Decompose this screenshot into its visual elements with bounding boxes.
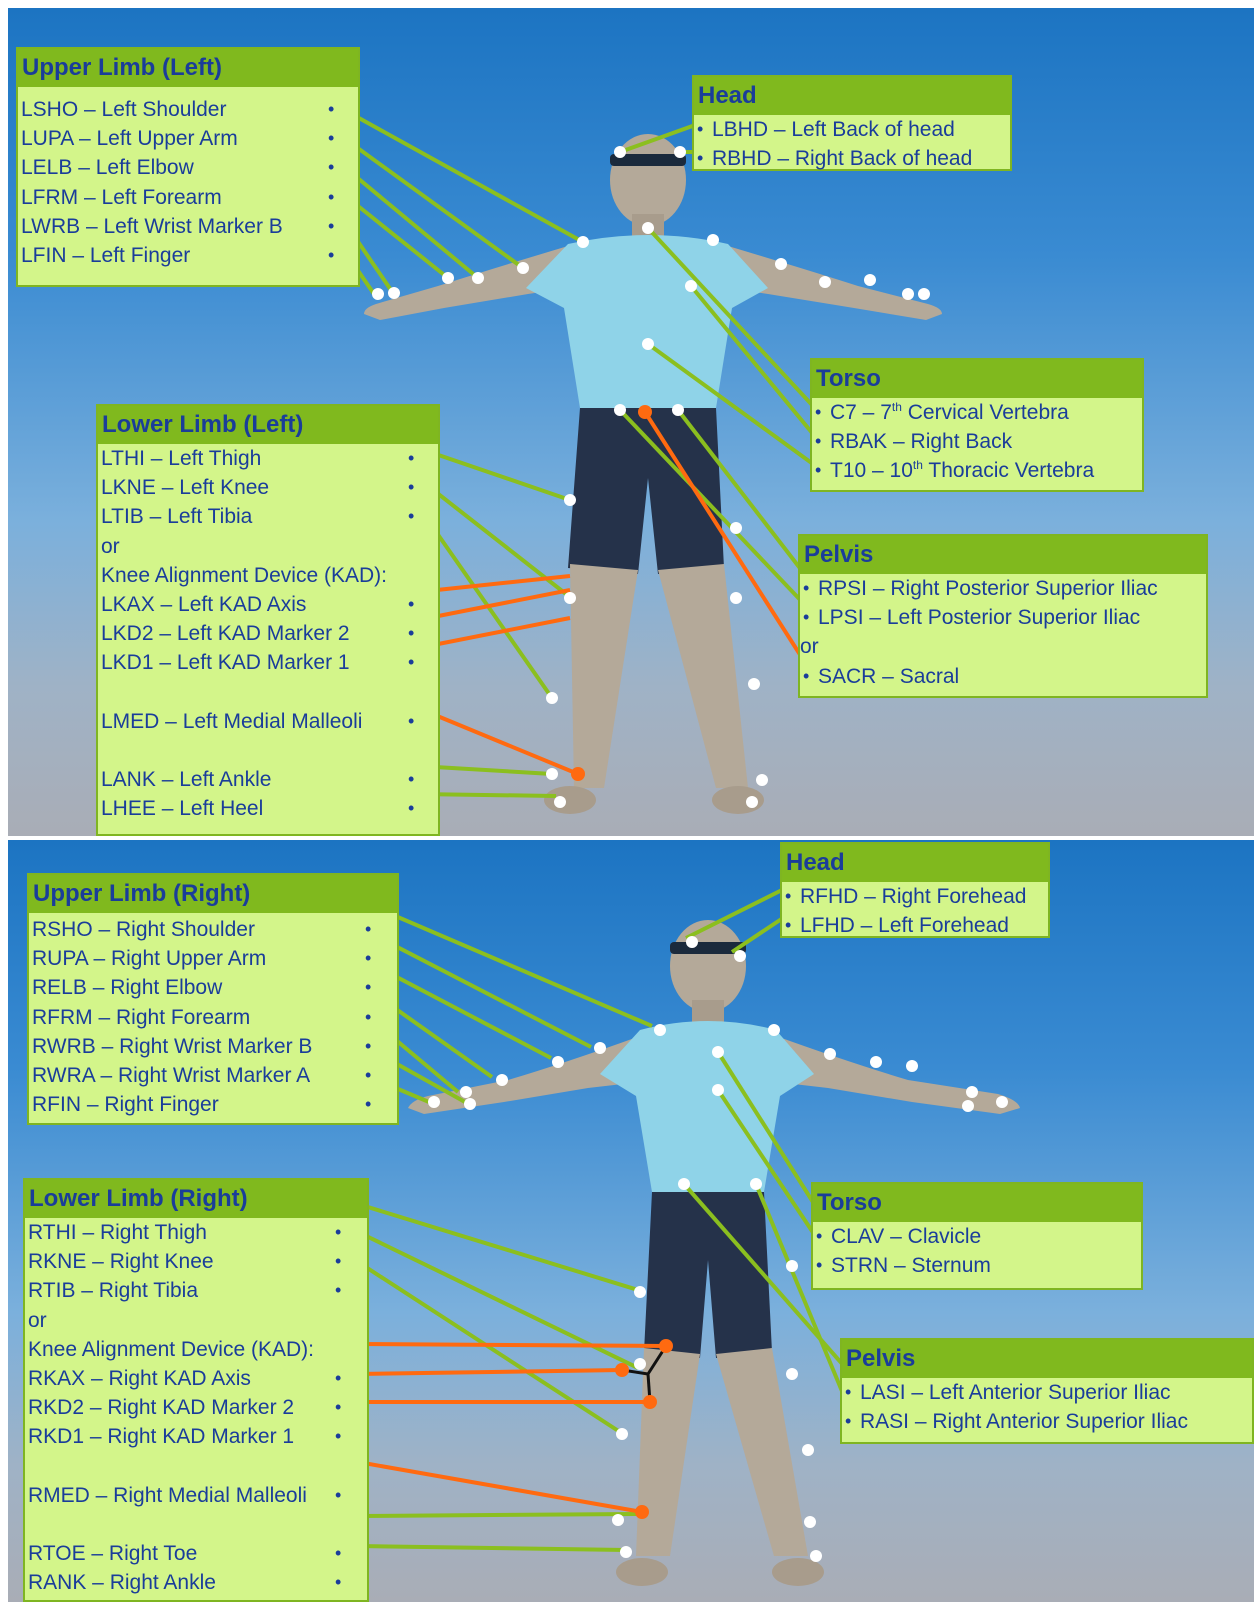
torso-front-title: Torso (813, 1184, 1141, 1222)
list-item: LTHI – Left Thigh• (98, 444, 438, 473)
torso-back-title: Torso (812, 360, 1142, 398)
list-item: •LFHD – Left Forehead (782, 911, 1048, 940)
head-back-label: Head •LBHD – Left Back of head •RBHD – R… (692, 75, 1012, 171)
list-item: RSHO – Right Shoulder• (29, 915, 397, 944)
list-item: LKNE – Left Knee• (98, 473, 438, 502)
list-item: RKD1 – Right KAD Marker 1• (25, 1422, 367, 1451)
list-item: RMED – Right Medial Malleoli• (25, 1481, 367, 1510)
list-item: LHEE – Left Heel• (98, 794, 438, 823)
list-item: RFRM – Right Forearm• (29, 1003, 397, 1032)
list-item: LMED – Left Medial Malleoli• (98, 707, 438, 736)
pelvis-back-title: Pelvis (800, 536, 1206, 574)
list-item: RELB – Right Elbow• (29, 973, 397, 1002)
list-item: LFIN – Left Finger• (18, 241, 358, 270)
list-item: LKD2 – Left KAD Marker 2• (98, 619, 438, 648)
upper-limb-left-label: Upper Limb (Left) LSHO – Left Shoulder• … (16, 47, 360, 287)
torso-back-label: Torso •C7 – 7th Cervical Vertebra •RBAK … (810, 358, 1144, 492)
list-item: RKD2 – Right KAD Marker 2• (25, 1393, 367, 1422)
list-item: •LPSI – Left Posterior Superior Iliac (800, 603, 1206, 632)
list-item: LUPA – Left Upper Arm• (18, 124, 358, 153)
list-item: •SACR – Sacral (800, 662, 1206, 691)
head-back-title: Head (694, 77, 1010, 115)
back-view-panel: Upper Limb (Left) LSHO – Left Shoulder• … (8, 8, 1254, 836)
upper-limb-left-title: Upper Limb (Left) (18, 49, 358, 87)
list-item: •LBHD – Left Back of head (694, 115, 1010, 144)
list-item: RWRB – Right Wrist Marker B• (29, 1032, 397, 1061)
head-front-title: Head (782, 844, 1048, 882)
upper-limb-right-label: Upper Limb (Right) RSHO – Right Shoulder… (27, 873, 399, 1125)
front-view-panel: Upper Limb (Right) RSHO – Right Shoulder… (8, 840, 1254, 1602)
list-item: LTIB – Left Tibia• (98, 502, 438, 531)
lower-limb-left-title: Lower Limb (Left) (98, 406, 438, 444)
head-front-label: Head •RFHD – Right Forehead •LFHD – Left… (780, 842, 1050, 938)
list-item: •T10 – 10th Thoracic Vertebra (812, 456, 1142, 485)
list-item: LSHO – Left Shoulder• (18, 95, 358, 124)
pelvis-back-label: Pelvis •RPSI – Right Posterior Superior … (798, 534, 1208, 698)
lower-limb-left-label: Lower Limb (Left) LTHI – Left Thigh• LKN… (96, 404, 440, 836)
list-item: •C7 – 7th Cervical Vertebra (812, 398, 1142, 427)
list-item: •LASI – Left Anterior Superior Iliac (842, 1378, 1252, 1407)
list-item: •CLAV – Clavicle (813, 1222, 1141, 1251)
list-item: LWRB – Left Wrist Marker B• (18, 212, 358, 241)
lower-limb-right-title: Lower Limb (Right) (25, 1180, 367, 1218)
list-item: RKAX – Right KAD Axis• (25, 1364, 367, 1393)
list-item: RFIN – Right Finger• (29, 1090, 397, 1119)
list-item: or (25, 1306, 367, 1335)
list-item: •RBAK – Right Back (812, 427, 1142, 456)
list-item: RKNE – Right Knee• (25, 1247, 367, 1276)
list-item: •RPSI – Right Posterior Superior Iliac (800, 574, 1206, 603)
list-item: LFRM – Left Forearm• (18, 183, 358, 212)
list-item: LKD1 – Left KAD Marker 1• (98, 648, 438, 677)
lower-limb-right-label: Lower Limb (Right) RTHI – Right Thigh• R… (23, 1178, 369, 1602)
list-item: •RBHD – Right Back of head (694, 144, 1010, 173)
list-item: LANK – Left Ankle• (98, 765, 438, 794)
list-item: Knee Alignment Device (KAD): (25, 1335, 367, 1364)
list-item: RTHI – Right Thigh• (25, 1218, 367, 1247)
list-item: Knee Alignment Device (KAD): (98, 561, 438, 590)
pelvis-front-title: Pelvis (842, 1340, 1252, 1378)
list-item: RTIB – Right Tibia• (25, 1276, 367, 1305)
list-item: or (800, 632, 1206, 661)
list-item: RWRA – Right Wrist Marker A• (29, 1061, 397, 1090)
list-item: •RASI – Right Anterior Superior Iliac (842, 1407, 1252, 1436)
list-item: LKAX – Left KAD Axis• (98, 590, 438, 619)
list-item: RANK – Right Ankle• (25, 1568, 367, 1597)
pelvis-front-label: Pelvis •LASI – Left Anterior Superior Il… (840, 1338, 1254, 1444)
upper-limb-right-title: Upper Limb (Right) (29, 875, 397, 913)
list-item: RUPA – Right Upper Arm• (29, 944, 397, 973)
list-item: or (98, 532, 438, 561)
list-item: •RFHD – Right Forehead (782, 882, 1048, 911)
list-item: LELB – Left Elbow• (18, 153, 358, 182)
list-item: RTOE – Right Toe• (25, 1539, 367, 1568)
list-item: •STRN – Sternum (813, 1251, 1141, 1280)
torso-front-label: Torso •CLAV – Clavicle •STRN – Sternum (811, 1182, 1143, 1290)
